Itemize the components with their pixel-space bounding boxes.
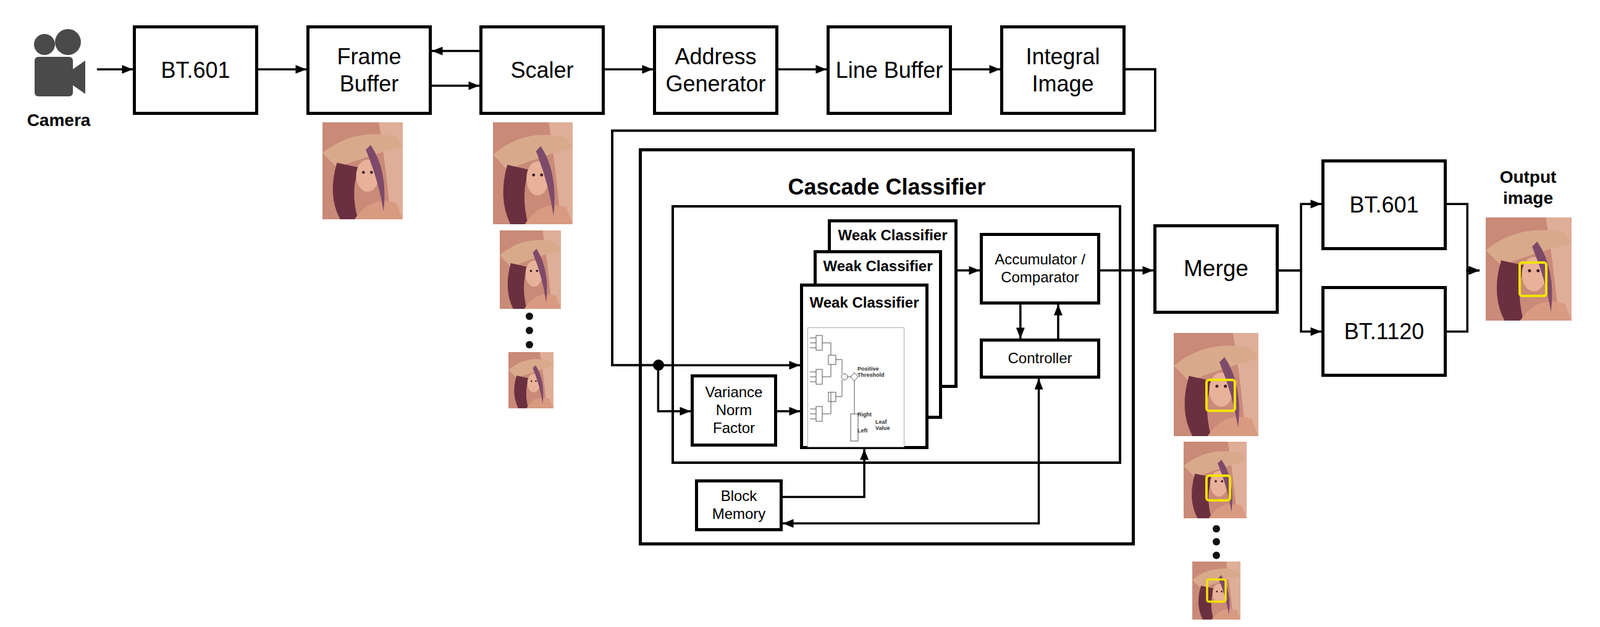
ellipsis-dot	[525, 312, 534, 320]
box-label: Scaler	[510, 56, 574, 84]
camera-icon	[33, 29, 86, 97]
detection-box	[1206, 379, 1235, 411]
connector-arrow	[1278, 203, 1322, 270]
box-label: Line Buffer	[835, 56, 943, 84]
connector-arrow	[1056, 304, 1060, 339]
box-label: Output image	[1480, 166, 1576, 209]
process-box: Variance Norm Factor	[690, 374, 778, 447]
box-label: Merge	[1183, 255, 1249, 283]
process-box: Scaler	[479, 25, 605, 115]
circuit-frame	[808, 328, 905, 448]
camera-reel	[33, 33, 55, 55]
scaled-image	[499, 230, 561, 309]
circuit-label: Right	[857, 412, 874, 419]
connector-arrow	[431, 84, 480, 88]
box-label: Frame Buffer	[313, 43, 426, 97]
process-box: Integral Image	[1000, 25, 1126, 115]
classifier-block: Cascade ClassifierWeak ClassifierWeak Cl…	[638, 148, 1135, 546]
detected-image	[1183, 441, 1247, 519]
connector-arrow	[1446, 203, 1480, 270]
box-label: Accumulator / Comparator	[985, 250, 1095, 287]
frame-image	[322, 122, 403, 220]
connector-arrow	[1278, 270, 1322, 332]
box-label: BT.601	[160, 56, 230, 84]
box-label: Weak Classifier	[823, 257, 933, 276]
connector-arrow	[431, 50, 480, 53]
connector-arrow	[957, 269, 980, 272]
box-label: Cascade Classifier	[787, 173, 986, 201]
ellipsis-dot	[525, 341, 534, 349]
box-label: Integral Image	[1006, 43, 1119, 97]
box-label: Controller	[1007, 349, 1072, 368]
classifier-frame	[672, 206, 1120, 463]
scaled-image	[492, 122, 573, 225]
circuit-label: Leaf Value	[875, 419, 902, 432]
connector-arrow	[777, 410, 800, 413]
connector-arrow	[1446, 270, 1480, 332]
detected-image	[1173, 332, 1259, 437]
detection-box	[1206, 475, 1230, 501]
box-label: Camera	[27, 109, 91, 131]
camera-lens	[72, 60, 86, 94]
ellipsis-dot	[1212, 525, 1221, 533]
box-label: Address Generator	[659, 43, 772, 97]
process-box: Controller	[979, 338, 1101, 379]
camera-body	[34, 56, 73, 97]
process-box: BT.601	[132, 25, 259, 115]
scaled-image	[508, 352, 554, 409]
connector-arrow	[96, 68, 133, 72]
process-box: BT.601	[1321, 159, 1447, 251]
connector-arrow	[258, 68, 307, 72]
connector-arrow	[951, 68, 1001, 72]
box-label: Variance Norm Factor	[696, 383, 772, 437]
ellipsis-dot	[525, 326, 534, 335]
circuit-wires	[809, 335, 859, 442]
circuit-label: Left	[857, 428, 874, 435]
output-picture	[1485, 217, 1572, 321]
box-label: BT.1120	[1344, 318, 1424, 345]
connector-arrow	[782, 449, 865, 497]
process-box: Address Generator	[652, 25, 779, 115]
detected-image	[1192, 561, 1241, 620]
weak-classifier-box: Weak ClassifierPositive ThresholdRightLe…	[800, 283, 929, 450]
box-label: BT.601	[1349, 191, 1419, 219]
box-label: Weak Classifier	[809, 294, 920, 312]
process-box: BT.1120	[1321, 286, 1447, 377]
connector-arrow	[604, 68, 653, 72]
camera-reel	[54, 29, 81, 55]
process-box: Frame Buffer	[306, 25, 432, 115]
ellipsis-dot	[1212, 551, 1221, 560]
circuit-label: Positive Threshold	[857, 366, 899, 379]
box-label: Weak Classifier	[838, 226, 948, 245]
camera-node: Camera	[20, 28, 97, 133]
connector-arrow	[1019, 304, 1022, 339]
ellipsis-dot	[1212, 538, 1221, 546]
memory-box: Block Memory	[694, 479, 783, 532]
box-label: Block Memory	[700, 487, 778, 524]
detection-box	[1207, 579, 1226, 602]
connector-arrow	[1100, 269, 1154, 272]
process-box: Accumulator / Comparator	[979, 232, 1101, 305]
process-box: Line Buffer	[826, 25, 952, 115]
process-box: Merge	[1153, 224, 1279, 314]
output-node: Output image	[1479, 163, 1577, 323]
connector-arrow	[778, 68, 827, 72]
connector-layer	[96, 51, 1480, 524]
detection-box	[1519, 262, 1547, 296]
